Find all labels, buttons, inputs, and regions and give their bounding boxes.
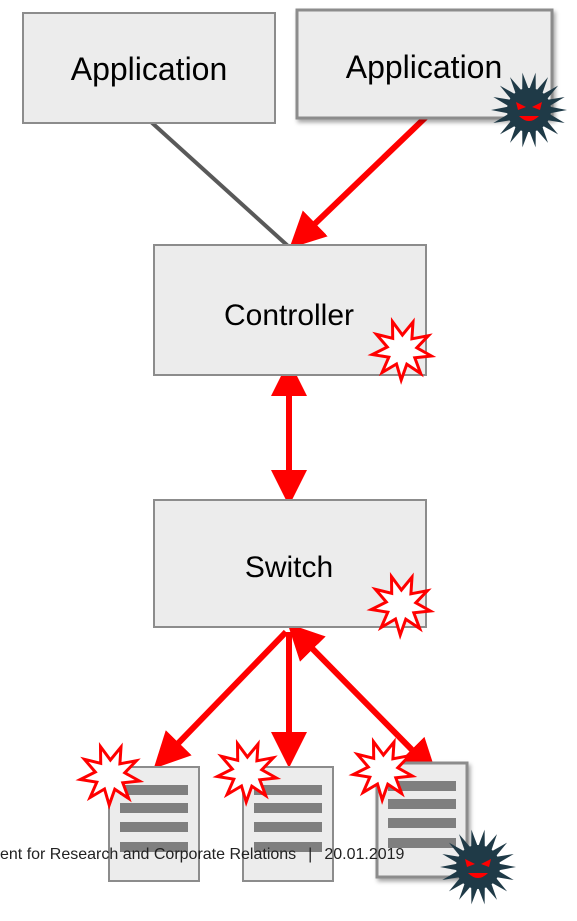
server-document-icon — [120, 785, 188, 852]
switch-label: Switch — [245, 551, 333, 584]
attack-link-right-app-to-controller — [289, 112, 431, 249]
footer-date: 20.01.2019 — [324, 846, 405, 863]
virus-face-icon-application — [491, 72, 567, 148]
footer: ent for Research and Corporate Relations… — [0, 846, 404, 864]
host-2[interactable] — [242, 766, 334, 882]
host-2-attack-burst-icon — [212, 738, 282, 807]
application-box-left[interactable]: Application — [22, 12, 276, 124]
footer-department-text: ent for Research and Corporate Relations — [0, 846, 297, 863]
host-3-attack-burst-icon — [348, 736, 418, 805]
normal-link-left-app-to-controller — [148, 119, 290, 248]
footer-separator: | — [308, 846, 313, 863]
controller-label: Controller — [224, 299, 354, 332]
application-right-label: Application — [346, 49, 503, 85]
host-1-attack-burst-icon — [75, 741, 145, 810]
switch-attack-burst-icon — [366, 571, 436, 640]
application-left-label: Application — [71, 51, 228, 87]
controller-attack-burst-icon — [367, 316, 437, 385]
attack-link-switch-host-1 — [153, 629, 289, 769]
attack-link-switch-host-3 — [287, 623, 437, 776]
server-document-icon — [254, 785, 322, 852]
virus-face-icon-host-3 — [440, 829, 516, 905]
server-document-icon — [388, 781, 456, 848]
